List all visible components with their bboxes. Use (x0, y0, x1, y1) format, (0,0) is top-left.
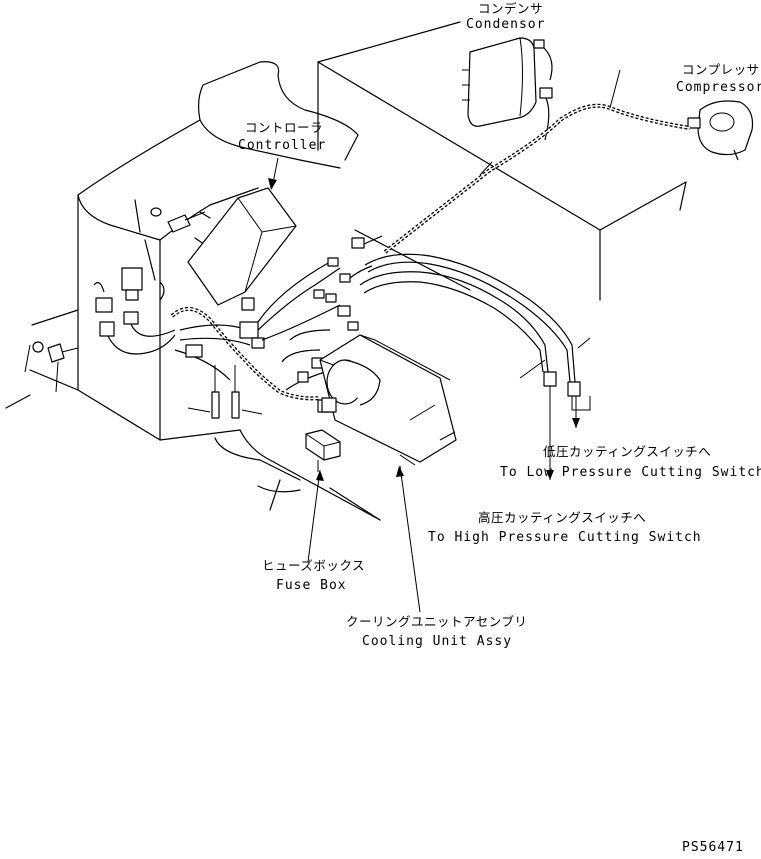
high-switch-label-jp: 高圧カッティングスイッチへ (478, 510, 646, 525)
label-low-pressure-switch: 低圧カッティングスイッチへ To Low Pressure Cutting Sw… (500, 444, 761, 480)
cab-console-outline (5, 61, 359, 441)
cooling-unit-assy (319, 334, 457, 466)
label-compressor: コンプレッサ Compressor (676, 62, 761, 95)
part-number: PS56471 (682, 840, 744, 855)
fuse-box (305, 429, 341, 472)
high-switch-label-en: To High Pressure Cutting Switch (428, 530, 702, 545)
relay-connectors (93, 267, 176, 355)
leader-lines (268, 157, 421, 613)
controller-label-en: Controller (238, 138, 326, 153)
label-fuse-box: ヒューズボックス Fuse Box (262, 558, 365, 593)
label-controller: コントローラ Controller (238, 120, 326, 153)
bolt-top (150, 207, 206, 233)
fuse-box-label-jp: ヒューズボックス (262, 558, 365, 573)
condenser-label-en: Condensor (466, 17, 545, 32)
controller (187, 187, 297, 311)
condenser-label-jp: コンデンサ (478, 1, 543, 16)
cooling-unit-label-jp: クーリングユニットアセンブリ (346, 614, 527, 629)
central-harness (170, 261, 341, 401)
controller-label-jp: コントローラ (245, 120, 323, 135)
low-switch-label-en: To Low Pressure Cutting Switch (500, 465, 761, 480)
label-high-pressure-switch: 高圧カッティングスイッチへ To High Pressure Cutting S… (428, 510, 702, 545)
low-switch-label-jp: 低圧カッティングスイッチへ (543, 444, 711, 459)
compressor (687, 100, 754, 161)
cooling-unit-label-en: Cooling Unit Assy (362, 634, 512, 649)
condenser (462, 37, 553, 141)
compressor-label-jp: コンプレッサ (682, 62, 760, 77)
bolt-left (24, 341, 79, 393)
fuse-pins (187, 365, 263, 419)
floor-outline (214, 429, 381, 521)
label-cooling-unit: クーリングユニットアセンブリ Cooling Unit Assy (346, 614, 527, 649)
main-harness (383, 69, 691, 254)
fuse-box-label-en: Fuse Box (276, 578, 347, 593)
compressor-label-en: Compressor (676, 80, 761, 95)
label-condenser: コンデンサ Condensor (466, 1, 545, 32)
pressure-switch-leads (359, 253, 591, 480)
